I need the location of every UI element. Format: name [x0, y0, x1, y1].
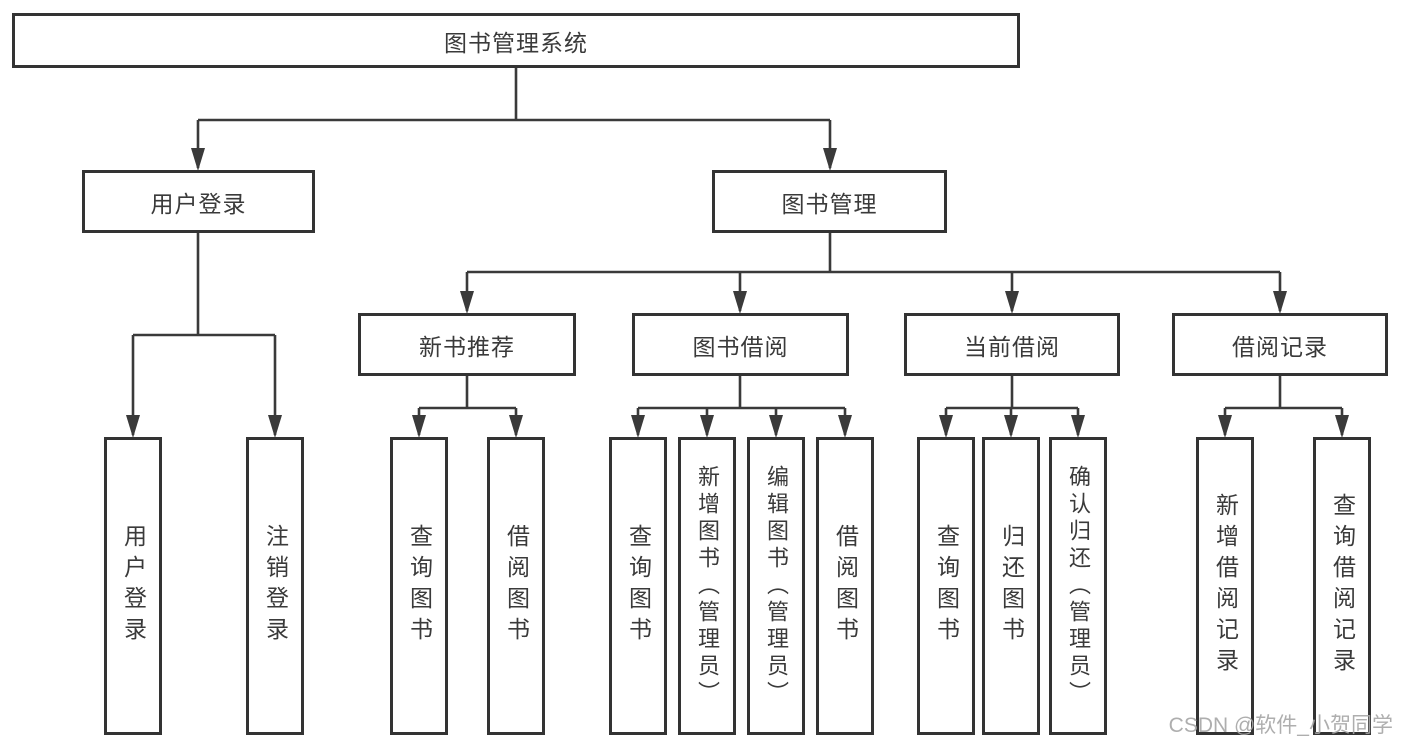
leaf-add-borrow-record-label: 新增借阅记录 — [1212, 493, 1239, 679]
arrowhead — [1273, 291, 1287, 314]
node-current-borrow-label: 当前借阅 — [964, 333, 1060, 360]
arrowhead — [631, 415, 645, 438]
node-book-borrow-label: 图书借阅 — [692, 333, 789, 360]
leaf-logout-label: 注销登录 — [262, 524, 289, 648]
node-book-borrow: 图书借阅 — [632, 313, 849, 376]
arrowhead — [823, 148, 837, 171]
leaf-confirm-return-admin: 确认归还（管理员） — [1049, 437, 1107, 735]
arrowhead — [460, 291, 474, 314]
csdn-watermark: CSDN @软件_小贺同学 — [1168, 714, 1393, 737]
arrowhead — [769, 415, 783, 438]
arrowhead — [939, 415, 953, 438]
leaf-confirm-return-admin-label: 确认归还（管理员） — [1066, 464, 1091, 708]
node-new-book-recommend: 新书推荐 — [358, 313, 576, 376]
leaf-borrow-books-recommend: 借阅图书 — [487, 437, 545, 735]
leaf-borrow-books-borrow: 借阅图书 — [816, 437, 874, 735]
node-library-system: 图书管理系统 — [12, 13, 1020, 68]
leaf-borrow-books-recommend-label: 借阅图书 — [503, 524, 530, 648]
leaf-add-borrow-record: 新增借阅记录 — [1196, 437, 1254, 735]
leaf-query-books-borrow: 查询图书 — [609, 437, 667, 735]
leaf-query-books-borrow-label: 查询图书 — [625, 524, 652, 648]
connector-book-management — [460, 233, 1287, 314]
arrowhead — [509, 415, 523, 438]
arrowhead — [700, 415, 714, 438]
leaf-borrow-books-borrow-label: 借阅图书 — [832, 524, 859, 648]
leaf-query-books-current: 查询图书 — [917, 437, 975, 735]
node-book-management-label: 图书管理 — [781, 190, 878, 217]
leaf-edit-book-admin: 编辑图书（管理员） — [747, 437, 805, 735]
leaf-query-books-recommend-label: 查询图书 — [406, 524, 433, 648]
leaf-query-books-recommend: 查询图书 — [390, 437, 448, 735]
leaf-user-login-label: 用户登录 — [120, 524, 147, 648]
leaf-edit-book-admin-label: 编辑图书（管理员） — [764, 464, 789, 708]
arrowhead — [733, 291, 747, 314]
arrowhead — [1218, 415, 1232, 438]
leaf-query-borrow-record-label: 查询借阅记录 — [1329, 493, 1356, 679]
connector-book-borrow — [631, 376, 852, 438]
connector-current-borrow — [939, 376, 1085, 438]
arrowhead — [268, 415, 282, 438]
node-library-system-label: 图书管理系统 — [444, 29, 588, 56]
arrowhead — [126, 415, 140, 438]
leaf-add-book-admin-label: 新增图书（管理员） — [695, 464, 720, 708]
arrowhead — [191, 148, 205, 171]
arrowhead — [412, 415, 426, 438]
leaf-query-books-current-label: 查询图书 — [933, 524, 960, 648]
arrowhead — [838, 415, 852, 438]
connector-root — [191, 68, 837, 171]
connector-borrow-records — [1218, 376, 1349, 438]
leaf-logout: 注销登录 — [246, 437, 304, 735]
leaf-add-book-admin: 新增图书（管理员） — [678, 437, 736, 735]
node-user-login-label: 用户登录 — [150, 190, 247, 217]
node-new-book-recommend-label: 新书推荐 — [419, 333, 515, 360]
node-user-login: 用户登录 — [82, 170, 315, 233]
leaf-user-login: 用户登录 — [104, 437, 162, 735]
node-current-borrow: 当前借阅 — [904, 313, 1120, 376]
leaf-query-borrow-record: 查询借阅记录 — [1313, 437, 1371, 735]
node-borrow-records: 借阅记录 — [1172, 313, 1388, 376]
node-borrow-records-label: 借阅记录 — [1232, 333, 1328, 360]
arrowhead — [1335, 415, 1349, 438]
connector-new-book-recommend — [412, 376, 523, 438]
arrowhead — [1004, 415, 1018, 438]
node-book-management: 图书管理 — [712, 170, 947, 233]
arrowhead — [1071, 415, 1085, 438]
connector-user-login — [126, 233, 282, 438]
leaf-return-books-label: 归还图书 — [998, 524, 1025, 648]
leaf-return-books: 归还图书 — [982, 437, 1040, 735]
arrowhead — [1005, 291, 1019, 314]
